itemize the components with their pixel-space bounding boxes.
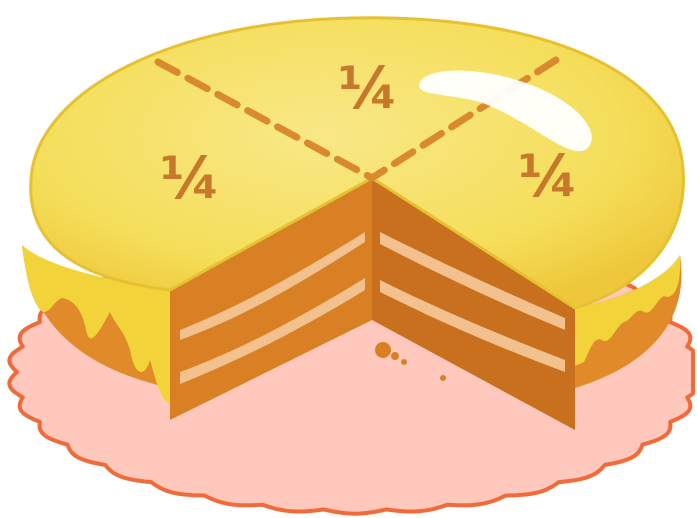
crumb bbox=[375, 342, 391, 358]
slice-label-right: ¼ bbox=[518, 142, 578, 210]
crumb bbox=[440, 375, 446, 381]
crumb bbox=[401, 359, 407, 365]
crumb bbox=[391, 352, 399, 360]
slice-label-left: ¼ bbox=[160, 144, 220, 212]
slice-label-top: ¼ bbox=[338, 54, 398, 122]
